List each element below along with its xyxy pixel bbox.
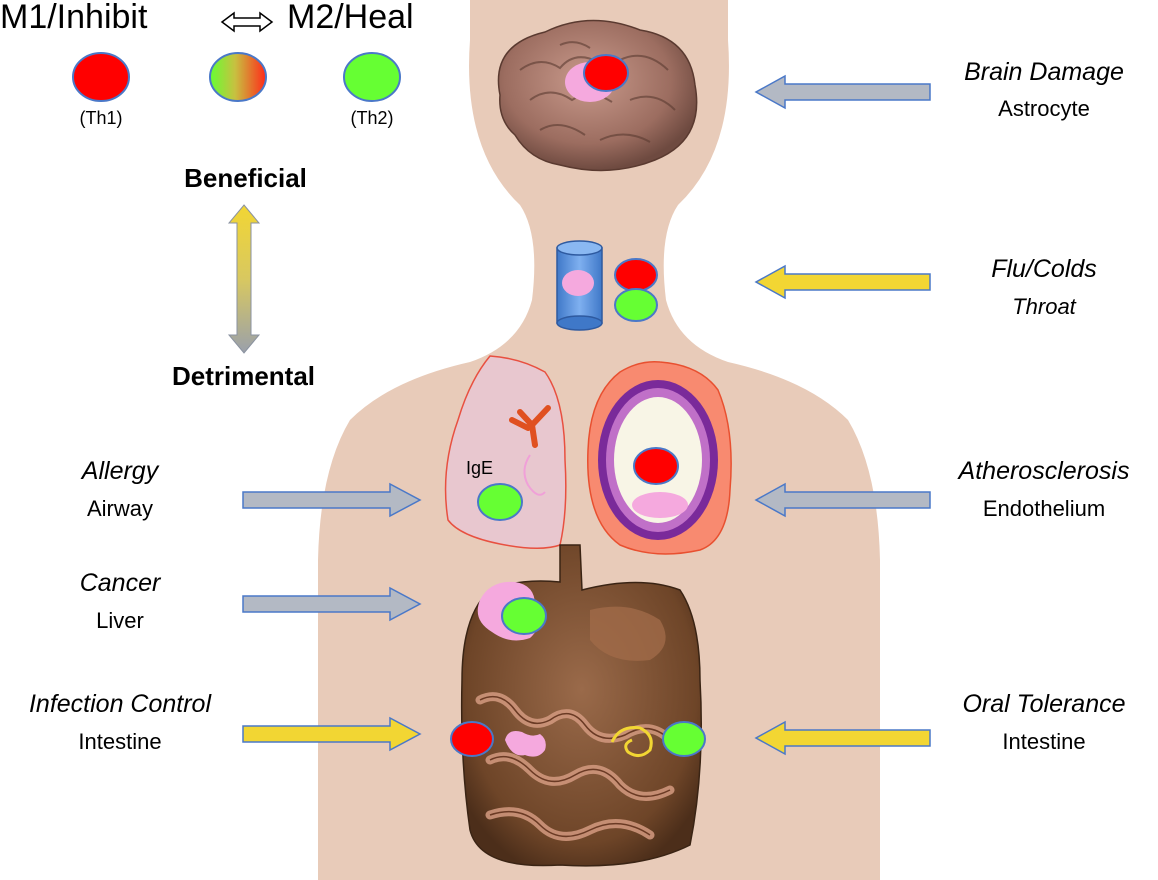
brain-tissue-label: Astrocyte [998,96,1090,121]
throat-m2-cell [614,288,658,322]
athero-tissue-label: Endothelium [982,496,1106,521]
legend-m2-cell [343,52,401,102]
legend-m1-cell [72,52,130,102]
allergy-arrow-icon [242,482,422,518]
infection-condition-label: Infection Control [28,690,212,718]
infection-arrow-icon [242,716,422,752]
athero-condition-label: Atherosclerosis [958,457,1130,485]
intestine-m2-cell [662,721,706,757]
lung-m2-cell [477,483,523,521]
brain-condition-label: Brain Damage [964,58,1124,86]
throat-condition-label: Flu/Colds [991,255,1097,283]
brain-arrow-icon [754,74,931,110]
cancer-tissue-label: Liver [96,608,144,633]
cancer-arrow-icon [242,586,422,622]
infection-tissue-label: Intestine [78,729,162,754]
cancer-condition-label: Cancer [79,569,161,597]
intestine-m1-cell [450,721,494,757]
allergy-tissue-label: Airway [86,496,153,521]
throat-arrow-icon [754,264,931,300]
brain-m1-cell [583,54,629,92]
liver-m2-cell [501,597,547,635]
allergy-condition-label: Allergy [81,457,159,485]
legend-th1-label: (Th1) [79,108,123,128]
throat-m1-cell [614,258,658,292]
legend-th2-label: (Th2) [350,108,394,128]
legend-m2-label: M2/Heal [287,0,414,36]
oral-condition-label: Oral Tolerance [962,690,1126,718]
legend-double-arrow-icon [220,11,274,33]
detrimental-label: Detrimental [171,361,316,391]
throat-pink-cell [562,270,594,296]
artery-m1-cell [633,447,679,485]
legend-m1-label: M1/Inhibit [0,0,148,36]
scale-double-arrow-icon [227,204,261,354]
oral-tissue-label: Intestine [1002,729,1086,754]
lung-illustration [444,355,567,549]
artery-pink-cell [632,492,688,518]
beneficial-label: Beneficial [184,163,307,193]
intestine-pink-cell [505,731,546,757]
throat-tissue-label: Throat [1012,294,1076,319]
legend-mixed-cell [209,52,267,102]
athero-arrow-icon [754,482,931,518]
oral-arrow-icon [754,720,931,756]
lung-ige-label: IgE [466,458,494,478]
